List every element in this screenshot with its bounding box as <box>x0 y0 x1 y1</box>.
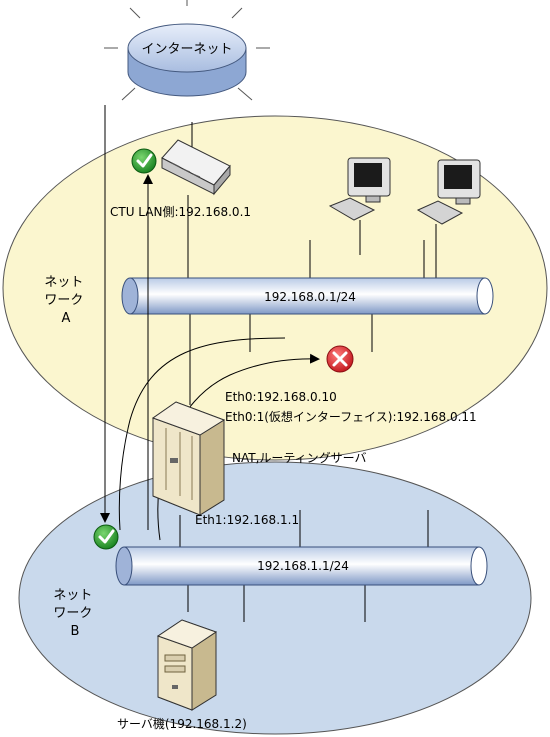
network-b-label: ネット ワーク B <box>53 588 96 639</box>
nat-eth0-1-label: Eth0:1(仮想インターフェイス):192.168.0.11 <box>225 409 477 424</box>
nat-eth0-label: Eth0:192.168.0.10 <box>225 390 337 404</box>
nat-server-icon <box>151 401 226 516</box>
ctu-label: CTU LAN側:192.168.0.1 <box>110 205 251 219</box>
check-icon <box>131 148 157 174</box>
server-machine-icon <box>156 619 218 711</box>
curved-return-arrow <box>118 337 286 531</box>
network-a-bus-label: 192.168.0.1/24 <box>264 290 356 304</box>
network-a-bus: 192.168.0.1/24 <box>121 277 494 315</box>
client-pc-icon <box>328 157 391 255</box>
internet-label: インターネット <box>141 42 232 57</box>
blocked-x-icon <box>326 345 354 373</box>
network-a-label: ネット ワーク A <box>44 275 87 326</box>
check-icon <box>93 524 119 550</box>
network-b-drops <box>179 510 429 622</box>
internet-node: インターネット <box>104 0 270 101</box>
ctu-router <box>161 139 231 196</box>
network-b-bus-label: 192.168.1.1/24 <box>257 559 349 573</box>
network-b-zone <box>18 461 532 735</box>
server-machine-label: サーバ機(192.168.1.2) <box>117 716 247 731</box>
client-pc-icon <box>416 159 481 278</box>
network-b-bus: 192.168.1.1/24 <box>115 546 488 586</box>
nat-server-name: NAT,ルーティングサーバ <box>232 451 367 465</box>
network-a-drops <box>187 195 425 405</box>
nat-eth1-label: Eth1:192.168.1.1 <box>195 513 299 527</box>
